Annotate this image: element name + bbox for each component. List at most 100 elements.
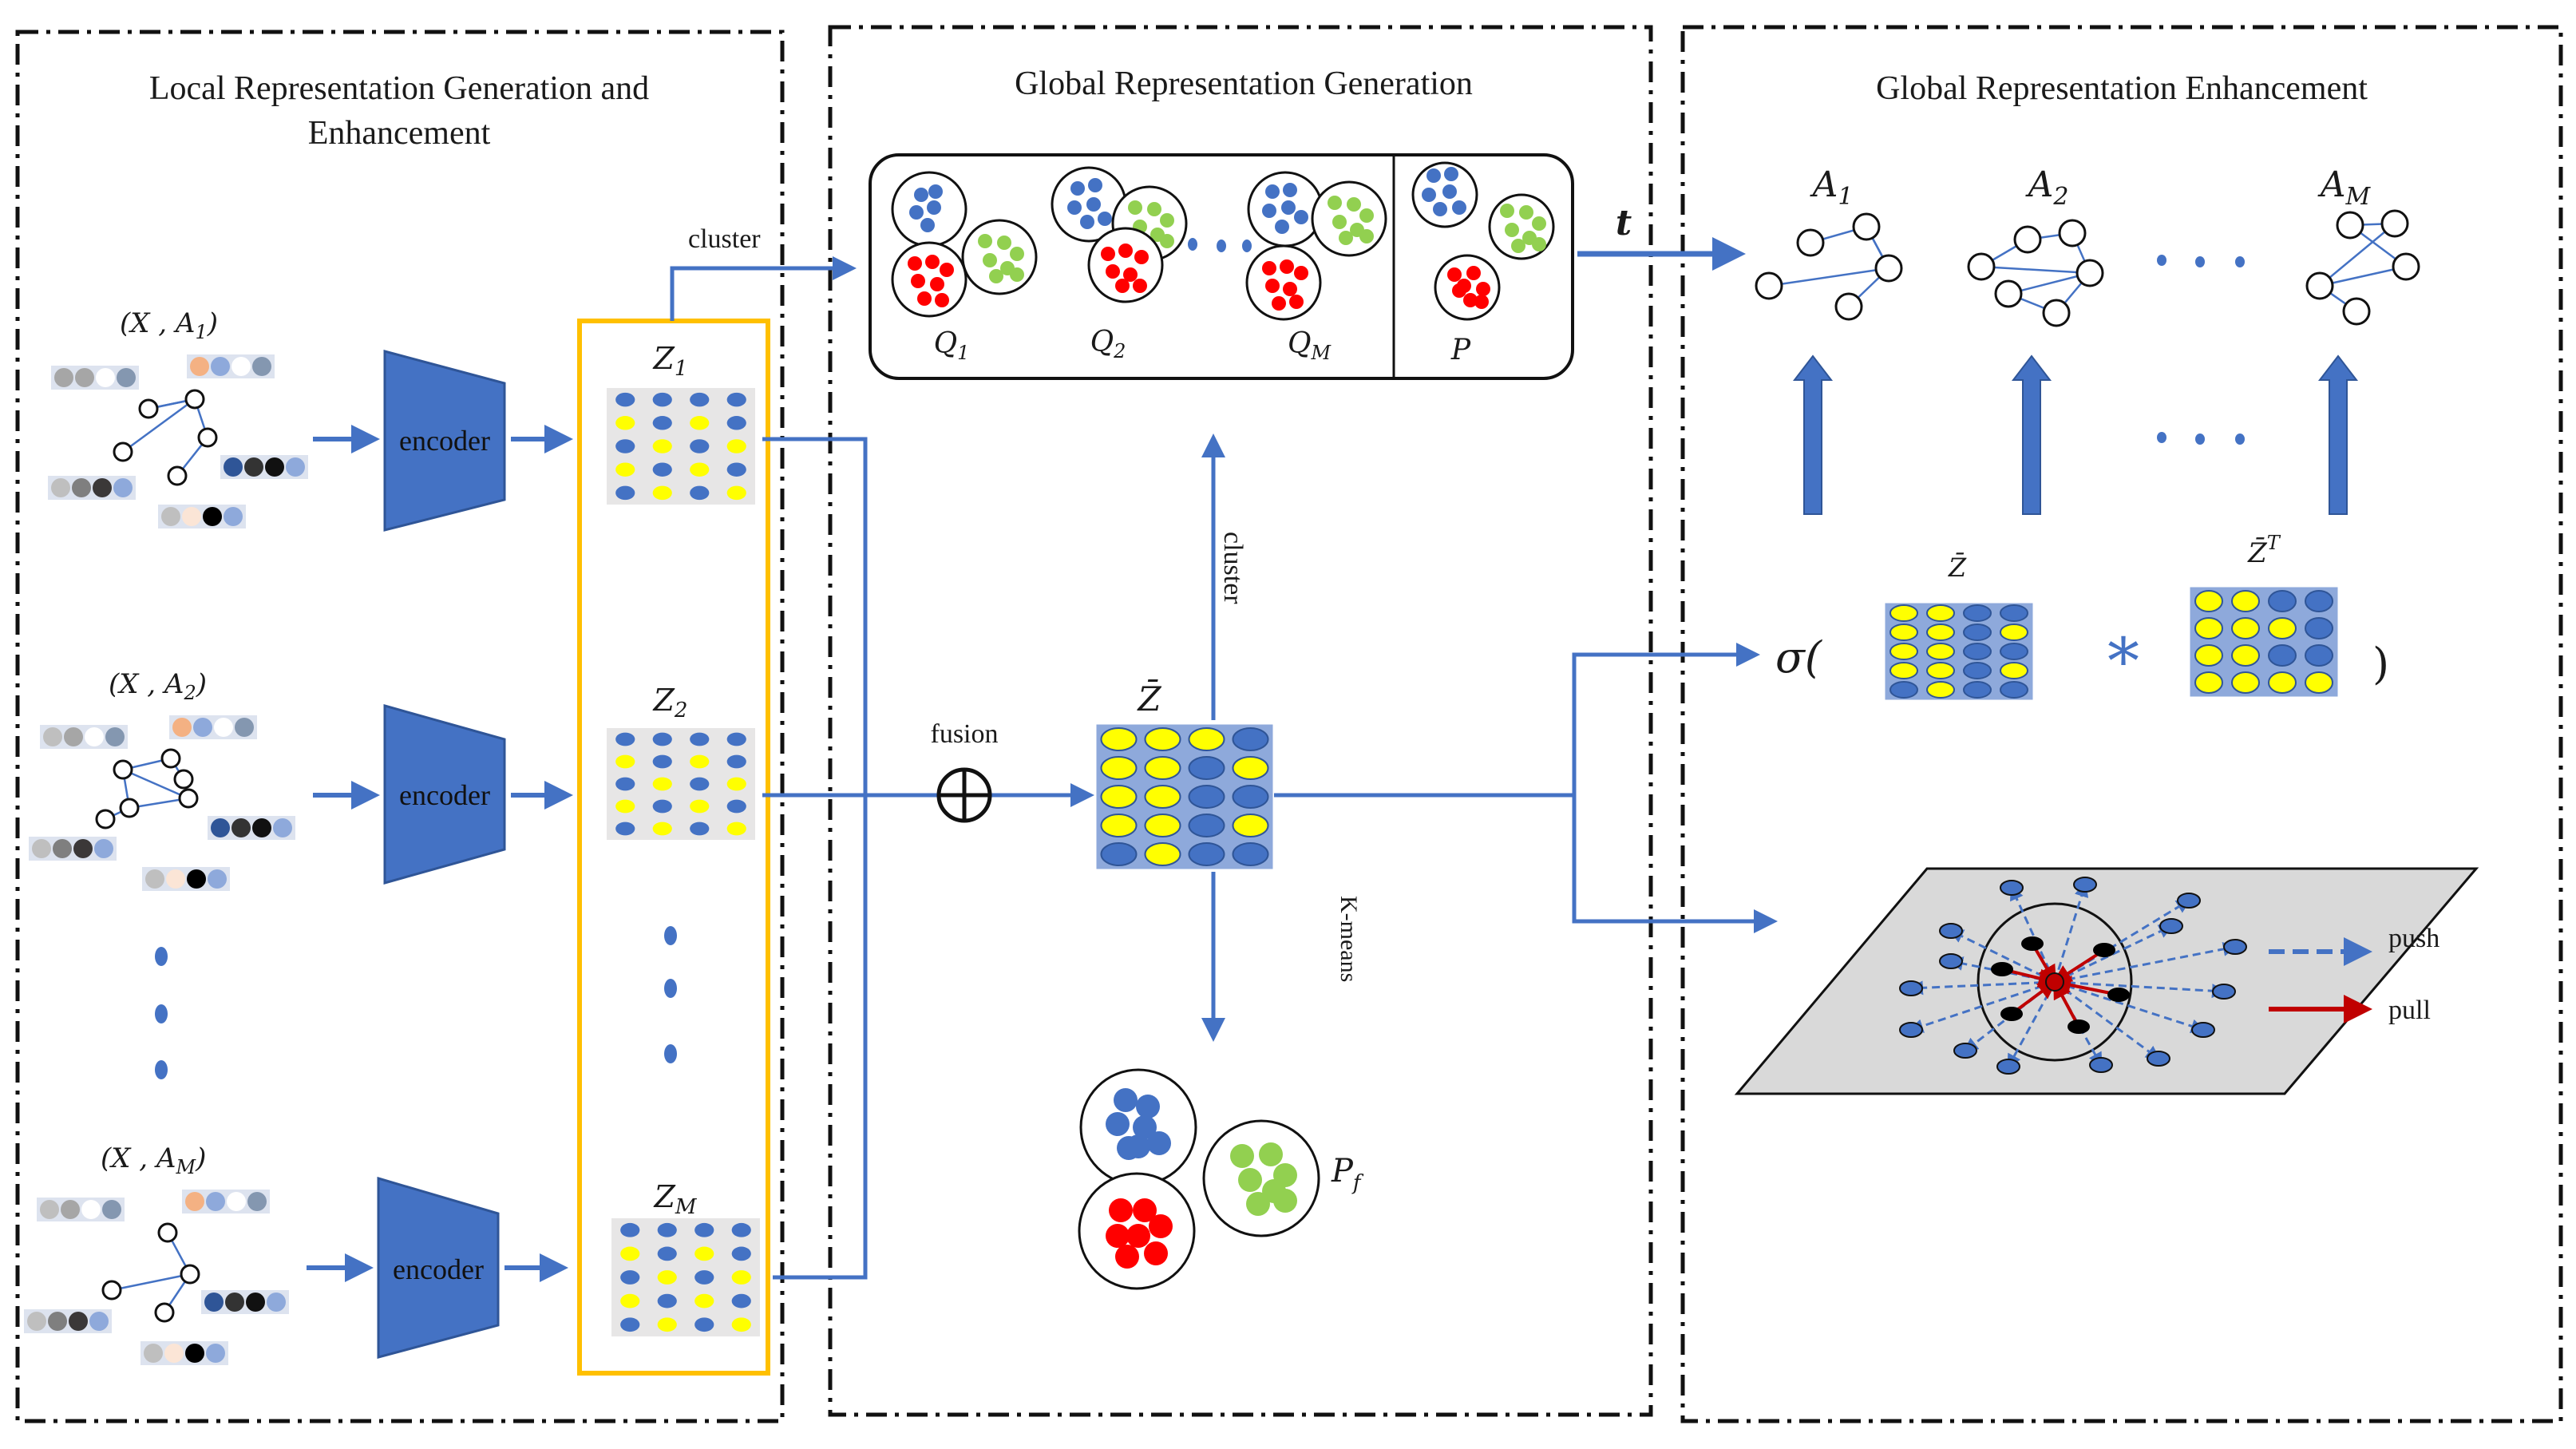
blue-cell [731,1222,751,1237]
yellow-cell [615,754,635,769]
yellow-cell [615,416,635,430]
yellow-cell [694,1293,714,1308]
feature-strip [48,476,136,500]
negative-sample [2177,893,2201,909]
graph-edge [2008,271,2091,295]
feature-strip [169,715,257,739]
graph-node [173,769,194,790]
yellow-cell [726,821,746,836]
q2-blue [1051,166,1127,243]
yellow-cell [620,1293,640,1308]
a-label-3: AM [2317,164,2372,211]
graph-node [2305,271,2334,300]
cluster-point [1133,279,1147,293]
cluster-point [1289,295,1304,309]
blue-cell [652,462,672,477]
cluster-point [1283,282,1297,296]
yellow-cell [1188,727,1225,751]
blue-cell [726,799,746,814]
positive-sample [2000,1007,2023,1021]
yellow-cell [1232,814,1269,837]
feature-dot [32,839,51,858]
blue-cell [2268,644,2297,667]
cluster-point [1067,200,1082,215]
cluster-point [908,256,922,271]
cluster-point [1463,293,1478,307]
blue-cell [690,777,710,791]
graph-node [1852,212,1881,241]
graph-node [2336,211,2364,240]
output-graphs [1755,209,2420,327]
fusion-label: fusion [931,719,999,749]
zbar-small-grid [1885,603,2033,700]
graph-edge [122,398,196,453]
blue-cell [652,392,672,407]
graph-edge [122,768,189,800]
cluster-point [1476,282,1490,296]
yellow-cell [652,485,672,501]
negative-sample [2000,880,2024,896]
cluster-point [1144,1241,1168,1265]
cluster-point [978,234,992,248]
output-graph-1 [1755,212,1903,321]
yellow-cell [2194,617,2223,639]
cluster-point [1114,1088,1138,1112]
blue-cell [726,754,746,769]
t-label: t [1616,203,1632,243]
blue-cell [1963,643,1992,660]
up-arrow-3 [2317,354,2359,515]
feature-dot [185,1192,204,1211]
q-label-3: QM [1288,327,1332,364]
cluster-point [1123,267,1138,282]
feature-strip [51,366,139,390]
blue-cell [1232,785,1269,809]
feature-dot [89,1312,109,1331]
positive-sample [2021,936,2044,951]
ellipsis-dot [664,979,677,998]
yellow-cell [1144,814,1181,837]
feature-dot [172,718,192,737]
cluster-point [1294,266,1308,280]
feature-dot [166,869,185,889]
pull-label: pull [2388,996,2431,1025]
z-matrix-2 [607,728,755,840]
feature-dot [81,1200,101,1219]
cluster-point [909,205,924,220]
cluster-point [1359,229,1374,243]
cluster-point [1262,204,1276,218]
feature-dot [182,507,201,526]
times-symbol: * [2107,624,2139,699]
cluster-ring [961,219,1038,295]
output-graph-2 [1967,219,2104,327]
yellow-cell [2194,644,2223,667]
yellow-cell [690,462,710,477]
cluster-point [1115,279,1130,293]
graph-edge [1768,267,1889,287]
blue-cell [620,1317,640,1332]
qm-red [1245,244,1322,321]
feature-dot [102,1200,121,1219]
push-line [2054,942,2238,984]
blue-cell [615,392,635,407]
blue-cell [1963,681,1992,699]
graph-node [2380,209,2409,238]
arrow-to-sigma [1572,643,1760,795]
cluster-point [1106,1224,1130,1248]
graph-node [178,788,199,809]
feature-dot [40,1200,59,1219]
q1-green [961,219,1038,295]
cluster-point [1126,1134,1150,1158]
cluster-point [1109,1198,1133,1222]
cluster-point [1160,213,1174,228]
graph-edge [111,1273,191,1292]
positive-sample [1991,962,2013,976]
z-label-2: Z2 [653,683,688,723]
negative-sample [1939,923,1963,939]
cluster-point [1265,279,1280,293]
z-matrix-1 [607,388,755,505]
blue-cell [615,485,635,501]
graph-node [2392,252,2420,281]
cluster-point [983,253,997,267]
cluster-point [1133,1115,1157,1139]
